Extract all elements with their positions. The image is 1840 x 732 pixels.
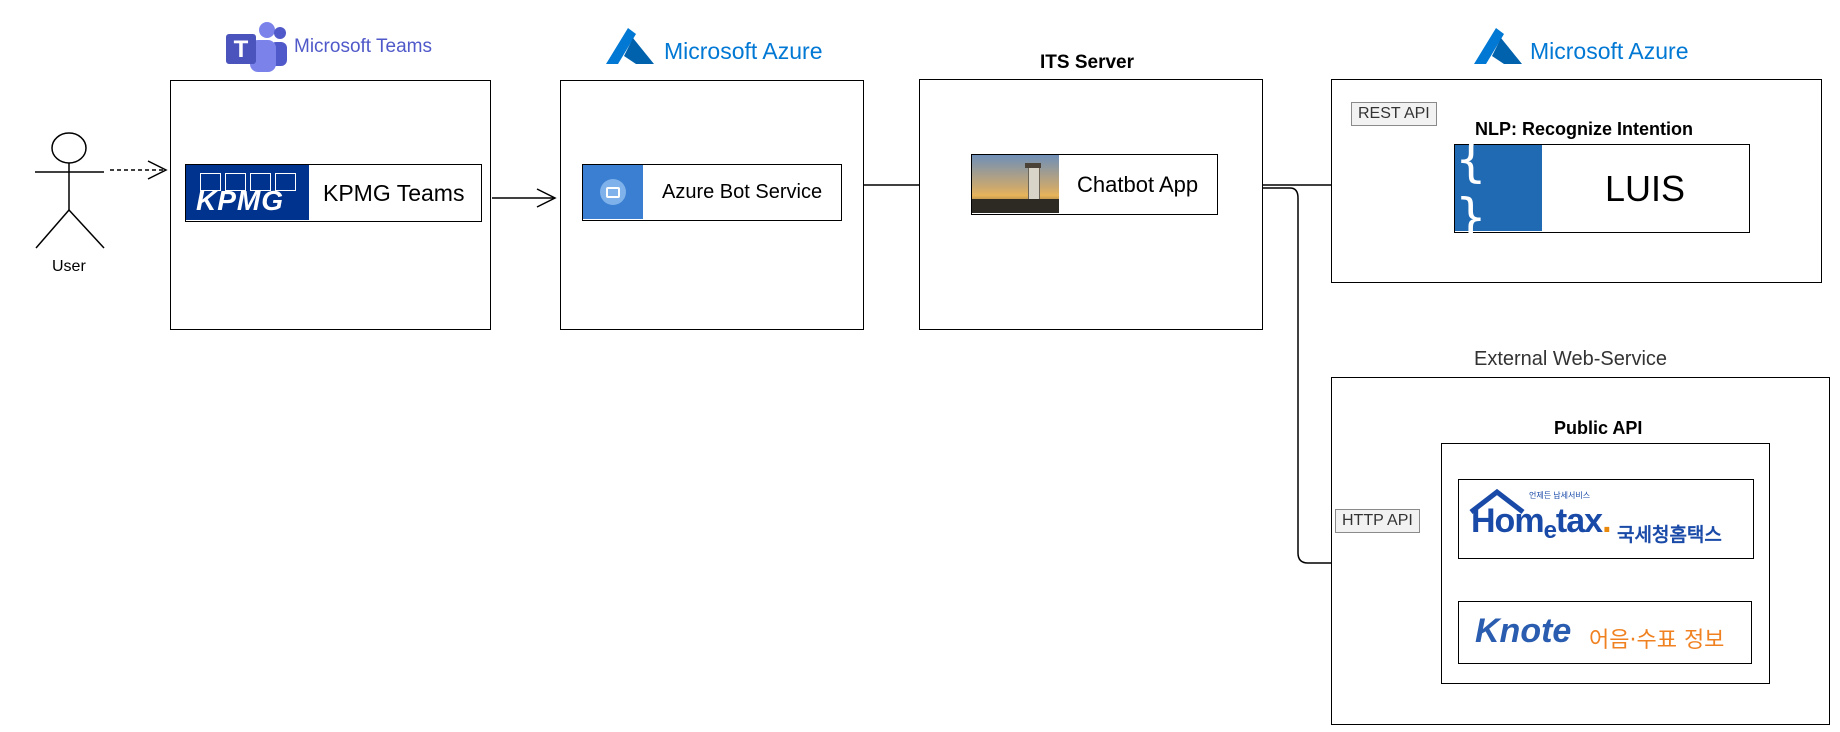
teams-icon [226, 22, 287, 72]
teams-logo-letter: T [233, 36, 249, 63]
kpmg-logo: KPMG [186, 165, 309, 220]
hometax-roof-icon [1469, 488, 1525, 514]
hometax-small-text: 언제든 납세서비스 [1529, 491, 1591, 500]
chatbot-to-http-connector [1262, 187, 1365, 564]
user-to-teams-arrowhead [147, 160, 168, 180]
luis-braces-icon: { } [1455, 130, 1542, 246]
public-api-title: Public API [1554, 418, 1643, 438]
microsoft-teams-logo: T [224, 18, 288, 76]
teams-to-bot-arrowhead [536, 188, 557, 208]
azure-brand-label-nlp: Microsoft Azure [1530, 38, 1689, 64]
azure-bot-service-component[interactable]: Azure Bot Service [582, 164, 842, 221]
nlp-title: NLP: Recognize Intention [1475, 119, 1693, 139]
azure-logo-icon-nlp [1474, 28, 1522, 68]
hometax-component[interactable]: 언제든 납세서비스 Hometax. 국세청홈택스 [1458, 479, 1754, 559]
hometax-korean-label: 국세청홈택스 [1617, 524, 1722, 546]
hometax-wordmark: Hometax. [1471, 502, 1612, 544]
braces-glyph: { } [1455, 130, 1491, 246]
knote-korean-label: 어음·수표 정보 [1589, 628, 1725, 653]
knote-component[interactable]: Knote 어음·수표 정보 [1458, 601, 1752, 664]
bot-service-icon [583, 165, 643, 219]
teams-brand-label: Microsoft Teams [294, 36, 432, 57]
kpmg-teams-component[interactable]: KPMG KPMG Teams [185, 164, 482, 222]
azure-brand-label-bot: Microsoft Azure [664, 38, 823, 64]
external-web-service-title: External Web-Service [1474, 348, 1668, 370]
hometax-logo: 언제든 납세서비스 Hometax. 국세청홈택스 [1467, 488, 1747, 550]
rest-api-tag: REST API [1351, 102, 1437, 126]
its-server-title: ITS Server [1040, 52, 1134, 73]
kpmg-logo-text: KPMG [196, 185, 284, 216]
kpmg-teams-label: KPMG Teams [323, 179, 465, 206]
chatbot-app-component[interactable]: Chatbot App [971, 154, 1218, 215]
luis-component[interactable]: { } LUIS [1454, 130, 1750, 246]
luis-label: LUIS [1605, 167, 1686, 209]
azure-bot-service-label: Azure Bot Service [662, 181, 823, 203]
user-label: User [52, 258, 86, 275]
http-api-tag: HTTP API [1335, 509, 1420, 533]
chatbot-app-label: Chatbot App [1077, 171, 1199, 197]
knote-wordmark: Knote [1475, 612, 1572, 650]
azure-logo-icon [606, 28, 654, 68]
user-actor-figure [35, 132, 105, 249]
chatbot-app-image [972, 155, 1059, 213]
kpmg-logo-boxes [200, 173, 296, 191]
